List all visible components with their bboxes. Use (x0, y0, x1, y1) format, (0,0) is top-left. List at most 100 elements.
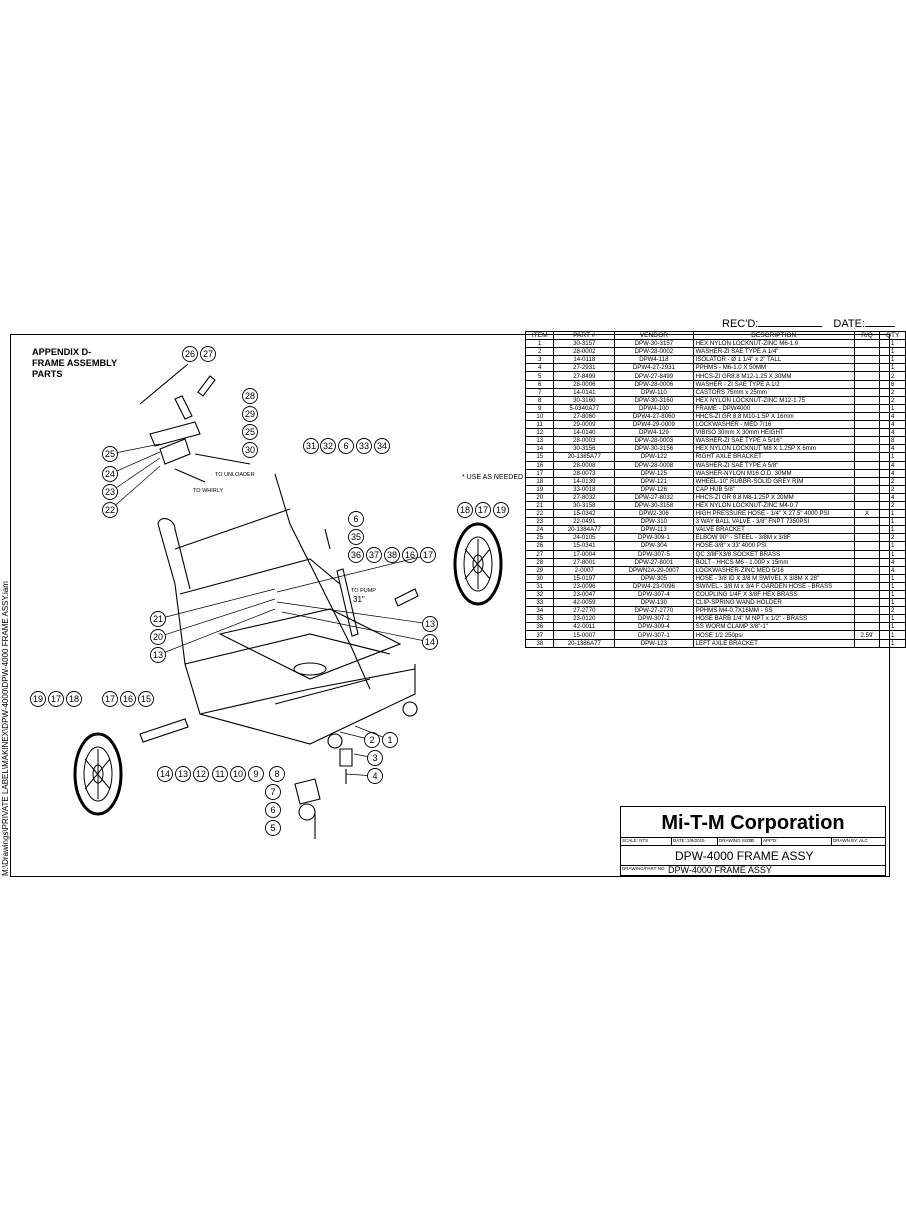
bom-cell-vendor: DPW-110 (614, 387, 694, 397)
bom-cell-part: 28-0003 (553, 436, 616, 446)
balloon-label: 25 (105, 449, 115, 459)
bom-cell-description: CAP HUB 5/8" (692, 484, 855, 494)
bom-cell-item: 16 (524, 460, 555, 470)
balloon-label: 26 (185, 349, 195, 359)
balloon-19: 19 (493, 502, 509, 518)
bom-cell-qty: 6 (879, 379, 906, 389)
balloon-label: 27 (203, 349, 213, 359)
bom-cell-vendor: DPW-27-8499 (614, 371, 694, 381)
bom-cell-rq (853, 339, 881, 349)
balloon-11: 11 (212, 766, 228, 782)
balloon-label: 24 (105, 469, 115, 479)
bom-cell-part: 5-0340A77 (553, 403, 616, 413)
balloon-6: 6 (338, 438, 354, 454)
bom-cell-description: ELBOW 90° - STEEL - 3/8M x 3/8F (692, 533, 855, 543)
bom-cell-qty: 1 (879, 589, 906, 600)
bom-cell-item: 31 (524, 581, 555, 592)
isolator-3 (339, 748, 353, 767)
bom-cell-vendor: DPW-122 (614, 452, 694, 462)
bom-cell-rq (853, 541, 881, 551)
balloon-label: 1 (387, 735, 392, 745)
bom-cell-rq (853, 622, 881, 632)
bom-cell-rq (853, 492, 881, 502)
bom-cell-qty: 2 (879, 606, 906, 616)
bom-cell-part: 28-0073 (553, 468, 616, 478)
bom-cell-rq (853, 460, 881, 470)
title-row: DPW-4000 FRAME ASSY (621, 845, 885, 866)
bom-cell-qty: 1 (879, 549, 906, 559)
bom-cell-item: 20 (524, 492, 555, 502)
balloon-label: 17 (478, 505, 488, 515)
bom-cell-rq (853, 581, 881, 592)
balloon-31: 31 (303, 438, 319, 454)
balloon-label: 10 (233, 769, 243, 779)
bom-cell-description: HHCS-ZI GR 8.8 M10-1.5P X 16mm (692, 411, 855, 422)
bom-cell-description: HEX NYLON LOCKNUT-ZINC M6-1.0 (692, 339, 855, 349)
bom-cell-part: 20-1385A77 (553, 452, 616, 462)
balloon-label: 17 (423, 550, 433, 560)
bom-cell-rq (853, 436, 881, 446)
bom-cell-part: 15-0341 (553, 541, 616, 551)
bom-cell-qty: 1 (879, 452, 906, 462)
appendix-line-2: FRAME ASSEMBLY (32, 358, 118, 368)
right-wheel (453, 522, 503, 606)
deck-hole (293, 662, 327, 676)
bom-cell-vendor: DPW-307-5 (614, 549, 694, 559)
balloon-label: 28 (245, 391, 255, 401)
balloon-label: 37 (369, 550, 379, 560)
valve-23 (159, 438, 191, 465)
balloon-2: 2 (339, 731, 380, 748)
bom-cell-description: HOSE BARB 1/4" M NPT x 1/2" - BRASS (692, 614, 855, 624)
balloon-label: 16 (123, 694, 133, 704)
bom-cell-qty: 1 (879, 363, 906, 373)
bom-cell-description: WASHER-ZI SAE TYPE A 5/16" (692, 436, 855, 446)
bom-cell-part: 14-0139 (553, 476, 616, 486)
bom-cell-rq (853, 517, 881, 527)
bom-cell-qty: 1 (879, 614, 906, 624)
balloon-14: 14 (157, 766, 173, 782)
bom-cell-vendor: DPW-121 (614, 476, 694, 486)
balloon-label: 36 (351, 550, 361, 560)
bom-cell-qty: 1 (879, 541, 906, 551)
bom-cell-description: CLIP-SPRING WAND HOLDER (692, 598, 855, 608)
bom-cell-vendor: DPW-30-3156 (614, 444, 694, 454)
bom-cell-qty: 4 (879, 557, 906, 567)
bom-cell-rq (853, 638, 881, 648)
bom-cell-item: 15 (524, 452, 555, 462)
balloon-label: 3 (372, 753, 377, 763)
balloon-label: 5 (270, 823, 275, 833)
bom-cell-part: 27-2931 (553, 363, 616, 373)
balloon-label: 9 (253, 769, 258, 779)
bom-cell-description: QC 3/8FX3/8 SOCKET BRASS (692, 549, 855, 559)
bom-cell-qty: 4 (879, 468, 906, 478)
bom-cell-rq (853, 573, 881, 583)
bom-cell-part: 27-8001 (553, 557, 616, 567)
bom-cell-qty: 1 (879, 509, 906, 519)
balloon-label: 6 (270, 805, 275, 815)
bom-cell-vendor: DPW-30-3158 (614, 500, 694, 511)
bom-cell-description: HHCS-ZI GR8.8 M12-1.25 X 30MM (692, 371, 855, 381)
bom-cell-vendor: DPW-30-3160 (614, 395, 694, 405)
bom-cell-part: 27-8032 (553, 492, 616, 502)
bom-cell-item: 23 (524, 517, 555, 527)
bom-cell-description: VIBISO 30mm X 30mm HEIGHT (692, 428, 855, 438)
bom-cell-rq: X (853, 509, 881, 519)
bom-cell-part: 30-3157 (553, 339, 616, 349)
date-label: DATE: (833, 318, 865, 330)
bom-cell-part: 23-0096 (553, 581, 616, 592)
bom-cell-item: 24 (524, 525, 555, 535)
balloon-label: 30 (245, 445, 255, 455)
bom-cell-description: COUPLING 1/4F X 3/8F HEX BRASS (692, 589, 855, 600)
bom-cell-part: 14-0118 (553, 355, 616, 365)
bom-cell-description: FRAME - DPW4000 (692, 403, 855, 413)
right-axle-bracket (394, 588, 419, 607)
bom-cell-rq (853, 403, 881, 413)
bom-cell-vendor: DPW-125 (614, 468, 694, 478)
